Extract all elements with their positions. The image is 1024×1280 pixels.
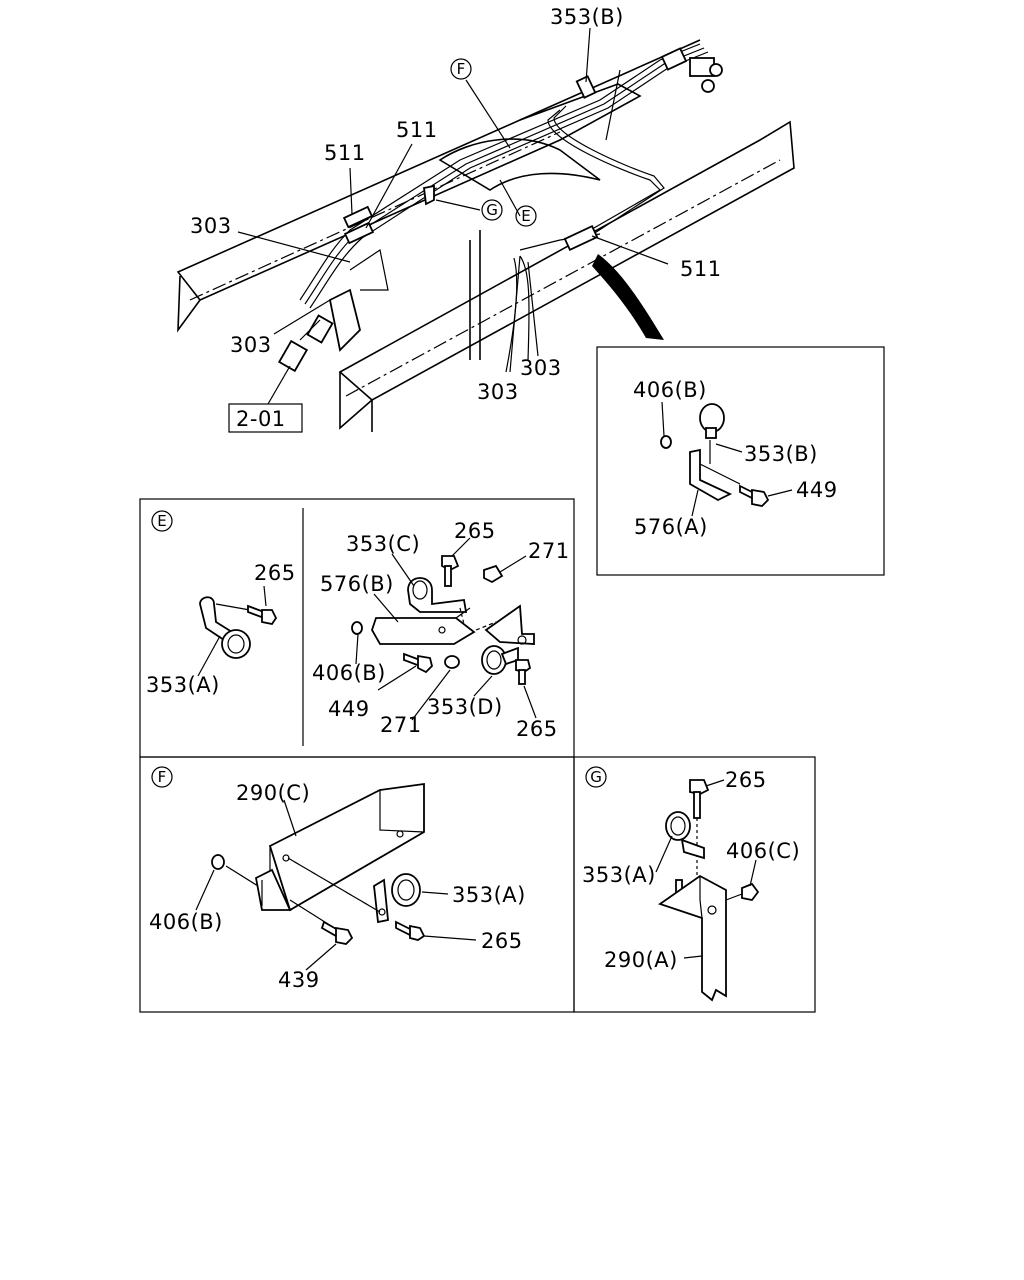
brake-pipes [299, 43, 709, 373]
label-353a-e-left: 353(A) [146, 673, 220, 697]
clip-353b-top [575, 75, 597, 99]
label-353a-g: 353(A) [582, 863, 656, 887]
label-353b-top: 353(B) [550, 5, 624, 29]
clip-511-c [563, 225, 599, 251]
callout-g-letter: G [486, 201, 498, 219]
clamp-353a-g [665, 811, 705, 860]
bracket-290a [658, 874, 727, 1002]
panel-f: F [139, 756, 575, 1013]
callout-circle-f [450, 58, 472, 80]
panel-g-circle [585, 766, 607, 788]
label-290a: 290(A) [604, 948, 678, 972]
label-511-b: 511 [324, 141, 366, 165]
pipe-connector-block [660, 47, 723, 93]
reference-box [228, 403, 303, 433]
label-271-top: 271 [528, 539, 570, 563]
washer-406b-f [211, 854, 225, 870]
label-406c: 406(C) [726, 839, 800, 863]
label-265-g: 265 [725, 768, 767, 792]
label-303-a: 303 [190, 214, 232, 238]
label-353a-f: 353(A) [452, 883, 526, 907]
label-511-a: 511 [396, 118, 438, 142]
clip-511-b [343, 221, 375, 245]
detail-clip-panel: 406(B) 353(B) 449 576(A) [596, 346, 885, 576]
label-406b-e: 406(B) [312, 661, 386, 685]
panel-e-circle [151, 510, 173, 532]
panel-f-letter: F [158, 768, 167, 786]
label-449-e: 449 [328, 697, 370, 721]
main-leaders [237, 27, 669, 405]
washer-406b-e [351, 621, 363, 635]
bolt-449 [751, 488, 770, 507]
label-303-c: 303 [520, 356, 562, 380]
bolt-265-e-left [261, 609, 278, 626]
main-assembly: 353(B) 511 511 511 303 303 303 303 F E G… [176, 5, 795, 433]
frame-rail-right [189, 120, 795, 432]
label-353c: 353(C) [346, 532, 420, 556]
clamp-353c [407, 577, 468, 613]
panel-e-letter: E [157, 512, 166, 530]
label-511-c: 511 [680, 257, 722, 281]
label-265-e-left: 265 [254, 561, 296, 585]
label-576a-detail: 576(A) [634, 515, 708, 539]
bracket-576b [371, 617, 476, 645]
bolt-265-g [689, 779, 710, 795]
bolt-265-f [409, 924, 426, 941]
callout-f-letter: F [457, 60, 466, 78]
label-265-e-top: 265 [454, 519, 496, 543]
nut-271-top [483, 564, 504, 584]
label-265-f: 265 [481, 929, 523, 953]
callout-circle-g [481, 199, 503, 221]
panel-f-circle [151, 766, 173, 788]
callout-circle-e [515, 205, 537, 227]
nut-271-bottom [444, 655, 460, 669]
panel-g: G 265 406(C) 353(A) 290(A) [573, 756, 816, 1013]
label-265-e-bottom: 265 [516, 717, 558, 741]
bracket-rear-e [484, 604, 535, 645]
label-271-bottom: 271 [380, 713, 422, 737]
bolt-439 [335, 926, 354, 945]
bolt-265-e-bottom [515, 659, 532, 673]
clip-511-a [342, 205, 374, 229]
label-303-b: 303 [230, 333, 272, 357]
clamp-353d [481, 645, 507, 675]
panel-g-letter: G [590, 768, 602, 786]
callout-e-letter: E [521, 207, 530, 225]
cross-member [438, 138, 601, 360]
bolt-449-e [417, 654, 433, 674]
bracket-576a [689, 448, 733, 502]
label-439: 439 [278, 968, 320, 992]
bracket-290c [254, 782, 425, 912]
label-449-detail: 449 [796, 478, 838, 502]
label-576b: 576(B) [320, 572, 394, 596]
washer-406b [660, 435, 672, 449]
clamp-353a-f [373, 873, 421, 924]
label-353d: 353(D) [427, 695, 503, 719]
label-406b-detail: 406(B) [633, 378, 707, 402]
brake-hose-assembly [277, 249, 389, 373]
label-353b-detail: 353(B) [744, 442, 818, 466]
bracket-g [423, 184, 435, 206]
nut-406c [741, 882, 760, 901]
label-290c: 290(C) [236, 781, 310, 805]
panel-e: E 265 353(A) [139, 498, 575, 758]
detail-arrow [592, 254, 664, 340]
label-406b-f: 406(B) [149, 910, 223, 934]
label-303-d: 303 [477, 380, 519, 404]
reference-box-text: 2-01 [236, 407, 286, 431]
